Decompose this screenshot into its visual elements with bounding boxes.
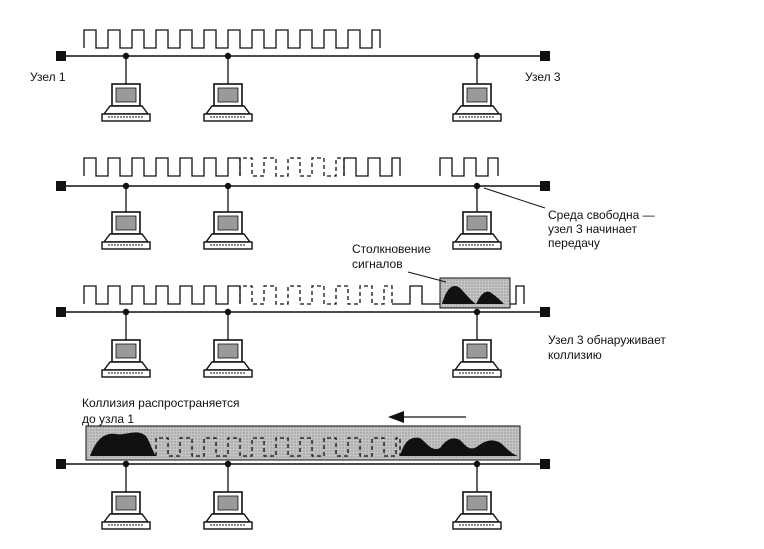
monitor-screen — [466, 87, 488, 103]
bus-rows-layer — [56, 51, 550, 530]
system-unit — [102, 233, 150, 243]
collision-waveform-right — [400, 437, 518, 456]
signal-row-1 — [83, 29, 381, 49]
computer-node-2 — [203, 211, 253, 250]
collision-label-line1: Столкновение — [352, 242, 431, 256]
system-unit — [204, 513, 252, 523]
collision-waveform-left — [90, 432, 156, 456]
monitor-screen — [217, 495, 239, 511]
monitor-screen — [115, 87, 137, 103]
detect-label-line1: Узел 3 обнаруживает — [548, 333, 666, 347]
signal-row-3-right — [510, 285, 525, 305]
signal-layer — [83, 29, 525, 461]
computer-node-3 — [452, 491, 502, 530]
monitor-screen — [466, 495, 488, 511]
signal-row-3-solid — [83, 285, 241, 305]
bus-row-1 — [56, 51, 550, 84]
detect-label-line2: коллизию — [548, 348, 602, 362]
terminator-left — [56, 307, 66, 317]
monitor-screen — [217, 87, 239, 103]
signal-row-3-dashed — [239, 285, 393, 305]
bus-tap — [224, 182, 232, 190]
system-unit — [453, 105, 501, 115]
computer-node-1 — [101, 491, 151, 530]
collision-leader — [407, 271, 447, 283]
monitor-screen — [115, 215, 137, 231]
node-3-label: Узел 3 — [525, 70, 561, 84]
computer-node-1 — [101, 83, 151, 122]
system-unit — [204, 105, 252, 115]
system-unit — [453, 361, 501, 371]
computer-node-1 — [101, 211, 151, 250]
bus-tap — [473, 182, 481, 190]
computer-node-3 — [452, 211, 502, 250]
bus-row-3 — [56, 307, 550, 340]
propagation-arrow-head — [388, 411, 404, 423]
system-unit — [453, 233, 501, 243]
collision-waveform — [442, 285, 504, 304]
monitor-screen — [115, 343, 137, 359]
terminator-left — [56, 459, 66, 469]
signal-row-3-edge — [392, 285, 440, 305]
system-unit — [102, 361, 150, 371]
signal-row-2-dashed — [239, 157, 345, 177]
system-unit — [204, 361, 252, 371]
terminator-right — [540, 459, 550, 469]
computer-node-2 — [203, 339, 253, 378]
computer-node-3 — [452, 83, 502, 122]
bus-tap — [473, 52, 481, 60]
terminator-left — [56, 51, 66, 61]
propagate-label-line1: Коллизия распространяется — [82, 396, 240, 410]
bus-tap — [122, 52, 130, 60]
computer-node-3 — [452, 339, 502, 378]
monitor-screen — [217, 343, 239, 359]
medium-free-label-line3: передачу — [548, 236, 600, 250]
bus-tap — [224, 52, 232, 60]
bus-tap — [122, 182, 130, 190]
terminator-right — [540, 181, 550, 191]
system-unit — [453, 513, 501, 523]
signal-row-4-dashed — [155, 437, 401, 457]
signal-row-2-solid — [83, 157, 241, 177]
monitor-screen — [466, 215, 488, 231]
bus-tap — [473, 308, 481, 316]
system-unit — [204, 233, 252, 243]
monitor-screen — [466, 343, 488, 359]
computer-node-2 — [203, 491, 253, 530]
bus-row-4 — [56, 459, 550, 492]
system-unit — [102, 105, 150, 115]
monitor-screen — [115, 495, 137, 511]
propagate-label-line2: до узла 1 — [82, 412, 135, 426]
medium-free-leader — [483, 187, 546, 209]
computer-node-2 — [203, 83, 253, 122]
medium-free-label-line1: Среда свободна — — [548, 208, 655, 222]
bus-row-2 — [56, 181, 550, 212]
node-1-label: Узел 1 — [30, 70, 66, 84]
bus-tap — [224, 460, 232, 468]
terminator-right — [540, 51, 550, 61]
monitor-screen — [217, 215, 239, 231]
collision-label-line2: сигналов — [352, 257, 403, 271]
terminator-left — [56, 181, 66, 191]
computer-node-1 — [101, 339, 151, 378]
system-unit — [102, 513, 150, 523]
terminator-right — [540, 307, 550, 317]
bus-tap — [122, 460, 130, 468]
bus-tap — [224, 308, 232, 316]
medium-free-label-line2: узел 3 начинает — [548, 222, 638, 236]
bus-tap — [122, 308, 130, 316]
bus-tap — [473, 460, 481, 468]
annotation-layer — [388, 187, 546, 423]
signal-row-2-tail — [343, 157, 401, 177]
signal-row-2-node-3 — [439, 157, 499, 177]
